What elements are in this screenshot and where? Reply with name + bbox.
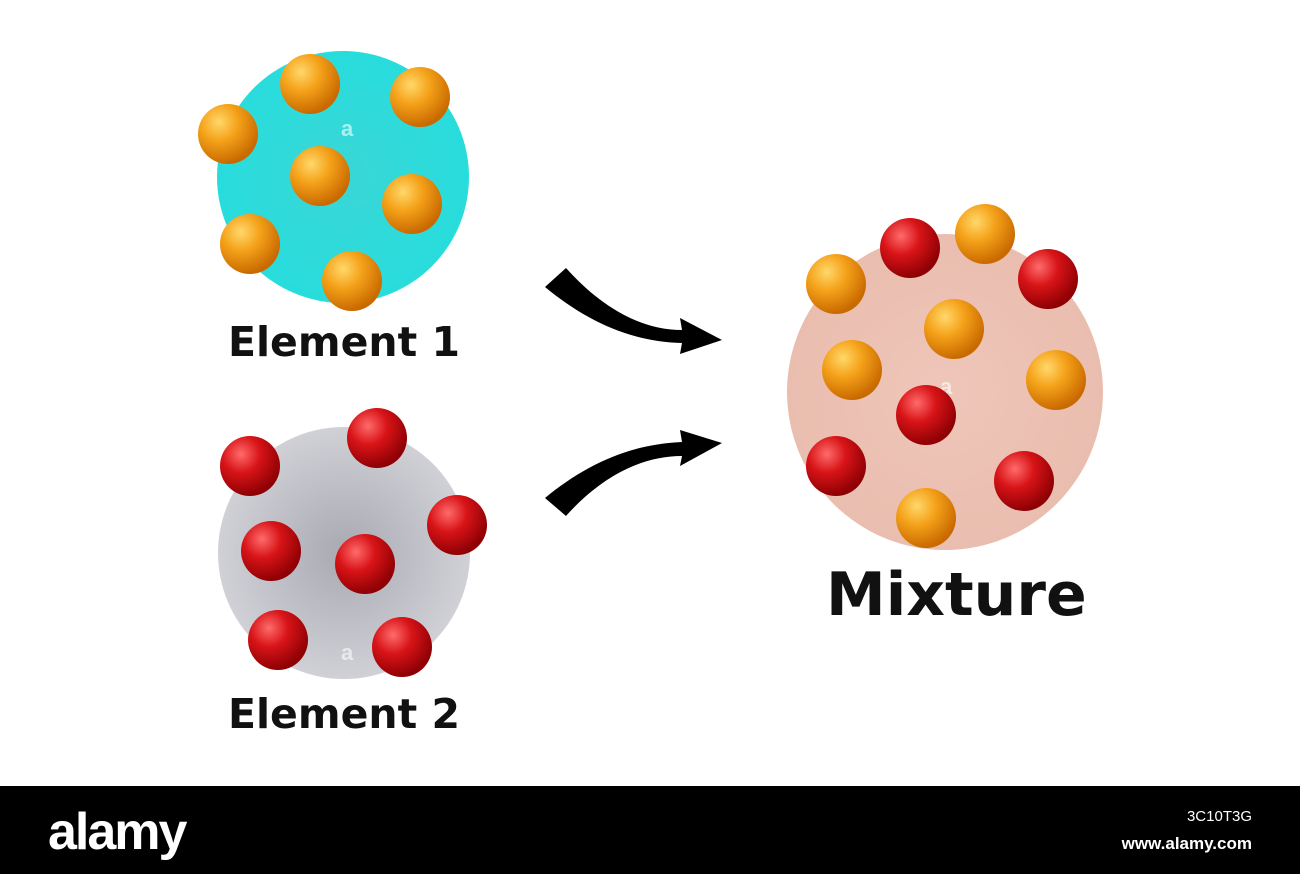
orange-particle xyxy=(955,204,1015,264)
orange-particle xyxy=(390,67,450,127)
element2-particles xyxy=(220,408,487,677)
mixture-particles xyxy=(806,204,1086,548)
orange-particle xyxy=(822,340,882,400)
watermark-footer: alamy 3C10T3G www.alamy.com xyxy=(0,786,1300,874)
red-particle xyxy=(241,521,301,581)
arrow-top-icon xyxy=(545,268,722,354)
orange-particle xyxy=(1026,350,1086,410)
red-particle xyxy=(896,385,956,445)
orange-particle xyxy=(290,146,350,206)
element1-particles xyxy=(198,54,450,311)
element2-label: Element 2 xyxy=(228,690,460,738)
arrow-top xyxy=(545,268,722,354)
red-particle xyxy=(806,436,866,496)
element1-label: Element 1 xyxy=(228,318,460,366)
red-particle xyxy=(880,218,940,278)
site-url: www.alamy.com xyxy=(1121,834,1252,853)
arrow-bottom xyxy=(545,430,722,516)
mixture-label: Mixture xyxy=(826,560,1087,630)
red-particle xyxy=(427,495,487,555)
orange-particle xyxy=(280,54,340,114)
faint-watermark-mark: a xyxy=(341,116,354,141)
alamy-logo: alamy xyxy=(48,803,187,861)
orange-particle xyxy=(924,299,984,359)
mixture-group: a xyxy=(787,204,1103,550)
orange-particle xyxy=(896,488,956,548)
red-particle xyxy=(220,436,280,496)
orange-particle xyxy=(322,251,382,311)
red-particle xyxy=(347,408,407,468)
red-particle xyxy=(1018,249,1078,309)
orange-particle xyxy=(806,254,866,314)
red-particle xyxy=(335,534,395,594)
red-particle xyxy=(248,610,308,670)
faint-watermark-mark: a xyxy=(341,640,354,665)
orange-particle xyxy=(382,174,442,234)
arrow-bottom-icon xyxy=(545,430,722,516)
red-particle xyxy=(372,617,432,677)
red-particle xyxy=(994,451,1054,511)
image-id: 3C10T3G xyxy=(1186,808,1252,825)
diagram-canvas: a a a xyxy=(198,51,1103,679)
orange-particle xyxy=(198,104,258,164)
element2-group: a xyxy=(218,408,487,679)
orange-particle xyxy=(220,214,280,274)
element1-group: a xyxy=(198,51,469,311)
